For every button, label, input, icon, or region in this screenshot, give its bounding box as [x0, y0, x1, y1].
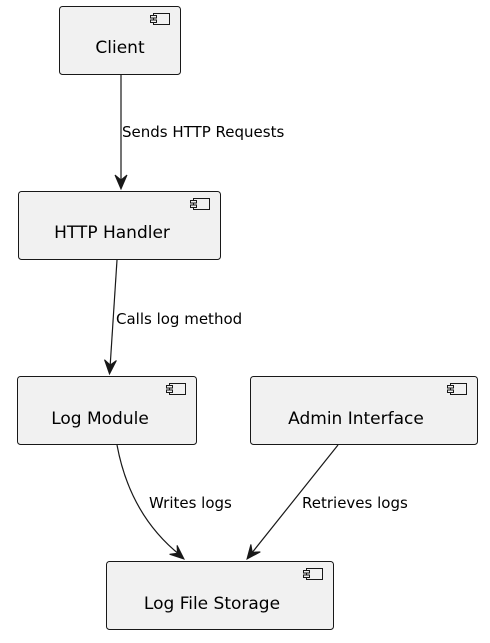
node-admin-interface[interactable]: Admin Interface: [250, 376, 478, 445]
edge-label-writes-logs: Writes logs: [149, 494, 232, 512]
edge-label-sends-http-requests: Sends HTTP Requests: [122, 123, 284, 141]
node-log-file-storage[interactable]: Log File Storage: [106, 561, 334, 630]
component-icon: [190, 198, 210, 210]
component-icon: [150, 13, 170, 25]
edge-handler-to-log-module: Calls log method: [104, 259, 242, 376]
node-label-http-handler: HTTP Handler: [54, 223, 170, 243]
node-http-handler[interactable]: HTTP Handler: [18, 191, 221, 260]
edge-admin-to-storage: Retrieves logs: [246, 444, 408, 560]
node-label-log-module: Log Module: [51, 409, 149, 429]
node-label-log-file-storage: Log File Storage: [144, 594, 280, 614]
edge-client-to-handler: Sends HTTP Requests: [114, 75, 284, 191]
node-client[interactable]: Client: [59, 6, 181, 75]
node-label-client: Client: [95, 38, 145, 58]
edge-label-calls-log-method: Calls log method: [116, 310, 242, 328]
component-icon: [303, 568, 323, 580]
node-log-module[interactable]: Log Module: [17, 376, 197, 445]
node-label-admin-interface: Admin Interface: [288, 409, 424, 429]
edge-log-module-to-storage: Writes logs: [116, 444, 232, 560]
component-icon: [166, 383, 186, 395]
edge-label-retrieves-logs: Retrieves logs: [302, 494, 408, 512]
component-icon: [447, 383, 467, 395]
